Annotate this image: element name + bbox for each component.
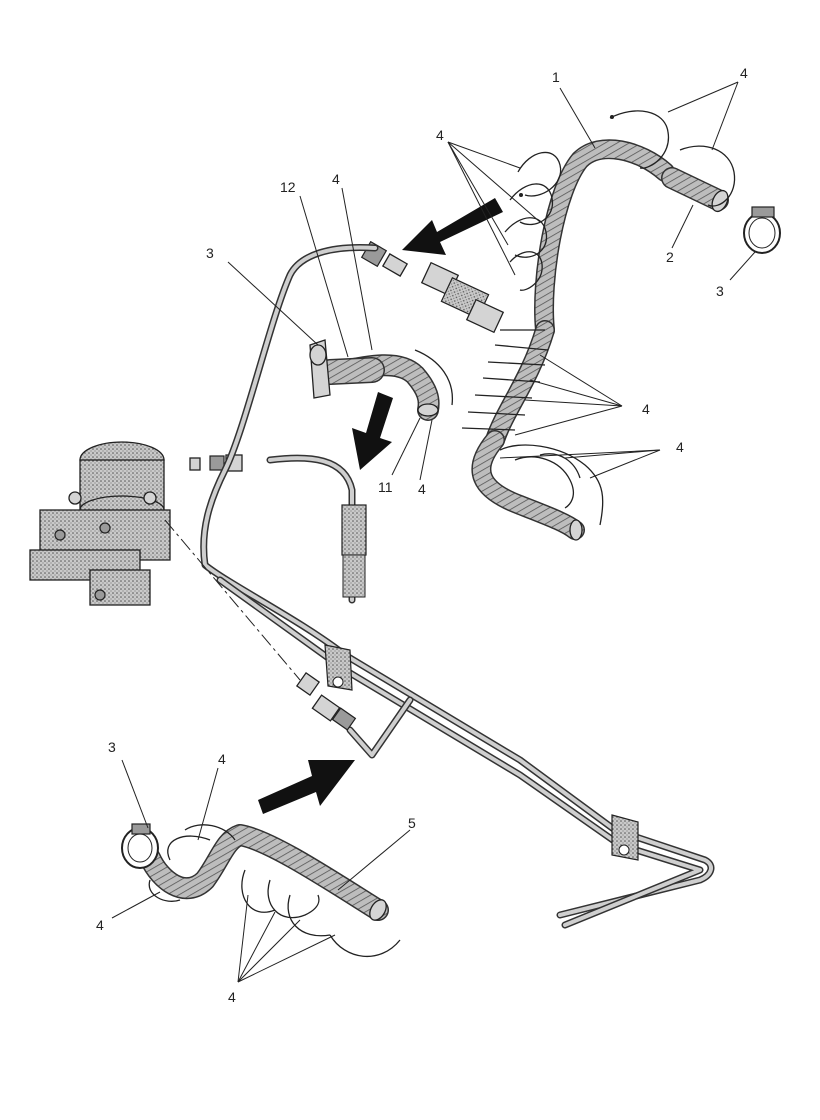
arrow-lower xyxy=(258,760,355,814)
pump-assembly xyxy=(29,441,171,606)
hose-clamp-right xyxy=(743,206,781,254)
callout-2: 2 xyxy=(666,249,674,265)
callout-4-lower-ties: 4 xyxy=(228,989,236,1005)
callout-4-middle-ties: 4 xyxy=(642,401,650,417)
corrugated-hose-lower xyxy=(139,824,389,921)
leader-lines xyxy=(111,81,756,983)
hose-end-piece xyxy=(661,167,729,213)
callout-3-middle: 3 xyxy=(206,245,214,261)
callout-4-lower-left: 4 xyxy=(96,917,104,933)
sensor-connector-upper xyxy=(360,240,505,334)
long-tube-bracket xyxy=(200,243,715,929)
lower-connector xyxy=(164,519,414,759)
arrow-middle xyxy=(352,392,393,470)
callout-4-lower-top: 4 xyxy=(218,751,226,767)
cable-ties-upper xyxy=(504,110,736,291)
callout-4-upper-middle: 4 xyxy=(332,171,340,187)
callout-4-upper-ties: 4 xyxy=(436,127,444,143)
hose-adapter-12 xyxy=(317,357,385,385)
callout-3-right: 3 xyxy=(716,283,724,299)
callout-4-top-right: 4 xyxy=(740,65,748,81)
corrugated-hose-upper-right xyxy=(471,139,675,541)
callout-12: 12 xyxy=(280,179,296,195)
hose-clamp-middle xyxy=(309,339,331,399)
vertical-pipe-sleeve xyxy=(266,454,367,604)
hose-clamp-lower xyxy=(121,823,159,869)
callout-4-lower-right-ties: 4 xyxy=(676,439,684,455)
callout-3-lower: 3 xyxy=(108,739,116,755)
callout-5: 5 xyxy=(408,815,416,831)
callout-11: 11 xyxy=(378,479,393,495)
callout-4-elbow: 4 xyxy=(418,481,426,497)
cable-ties-middle xyxy=(414,329,604,526)
arrow-upper xyxy=(402,198,503,255)
callout-labels: 1 4 4 12 4 3 2 3 4 4 11 4 3 4 5 4 4 xyxy=(96,65,748,1005)
callout-1: 1 xyxy=(552,69,560,85)
